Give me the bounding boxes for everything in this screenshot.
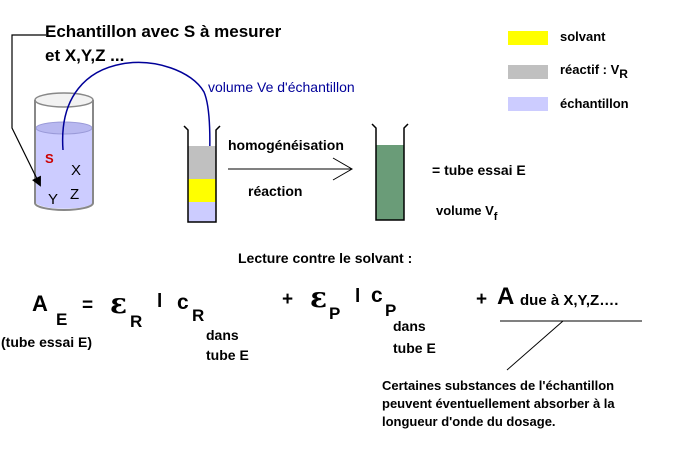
- eq-a-due: A: [497, 283, 515, 310]
- note-line-2: peuvent éventuellement absorber à la: [382, 396, 615, 411]
- eq-dans-2: dans: [393, 318, 426, 334]
- eq-epsilon-2: ε: [310, 281, 328, 314]
- eq-tube-e-1: tube E: [206, 347, 249, 363]
- reaction-tube: [183, 125, 221, 223]
- eq-equals: =: [82, 295, 94, 316]
- eq-epsilon-1-sub: R: [130, 312, 143, 331]
- beaker-letter-x: X: [71, 162, 82, 179]
- legend-solvent-swatch: [508, 31, 548, 45]
- eq-epsilon-2-sub: P: [329, 304, 341, 323]
- eq-conc-2-sub: P: [385, 301, 397, 320]
- legend-sample-label: échantillon: [560, 96, 629, 111]
- process-step-homogenisation: homogénéisation: [228, 137, 344, 153]
- eq-dans-1: dans: [206, 327, 239, 343]
- legend-reagent-text: réactif : V: [560, 62, 620, 77]
- test-tube-e: [371, 123, 409, 221]
- beaker-letter-s: S: [45, 151, 54, 166]
- eq-a-due-text: due à X,Y,Z….: [520, 292, 619, 309]
- eq-plus-1: +: [282, 289, 294, 310]
- beaker-letter-z: Z: [70, 186, 80, 203]
- result-tube-label: = tube essai E: [432, 162, 526, 178]
- header-line-1: Echantillon avec S à mesurer: [45, 22, 282, 41]
- process-step-reaction: réaction: [248, 183, 303, 199]
- result-volume-label: volume Vf: [436, 203, 497, 223]
- legend-reagent-swatch: [508, 65, 548, 79]
- eq-absorbance-a: A: [32, 291, 48, 316]
- reading-label: Lecture contre le solvant :: [238, 250, 413, 266]
- eq-conc-2: c: [371, 284, 383, 307]
- result-volume-sub: f: [493, 211, 498, 223]
- transfer-label: volume Ve d'échantillon: [208, 79, 355, 95]
- eq-epsilon-1: ε: [110, 287, 128, 320]
- legend-reagent-label: réactif : VR: [560, 62, 628, 81]
- note-callout-line: [506, 320, 564, 371]
- eq-conc-1: c: [177, 291, 189, 314]
- eq-conc-1-sub: R: [192, 306, 205, 325]
- note-line-1: Certaines substances de l'échantillon: [382, 378, 615, 393]
- sample-beaker: [34, 92, 94, 211]
- legend-reagent-sub: R: [619, 67, 628, 81]
- note-line-3: longueur d'onde du dosage.: [382, 414, 556, 429]
- eq-tube-e-2: tube E: [393, 340, 436, 356]
- eq-path-length-1: l: [157, 291, 163, 312]
- eq-tube-note: (tube essai E): [1, 334, 93, 350]
- header-pointer-line: [11, 34, 46, 187]
- beaker-letter-y: Y: [48, 191, 59, 208]
- process-arrowhead: [332, 157, 353, 181]
- legend-solvent-label: solvant: [560, 29, 606, 44]
- header-line-2: et X,Y,Z ...: [45, 46, 125, 65]
- eq-absorbance-sub: E: [56, 310, 68, 329]
- legend-sample-swatch: [508, 97, 548, 111]
- eq-path-length-2: l: [355, 286, 361, 307]
- result-volume-text: volume V: [436, 203, 494, 218]
- eq-plus-2: +: [476, 289, 488, 310]
